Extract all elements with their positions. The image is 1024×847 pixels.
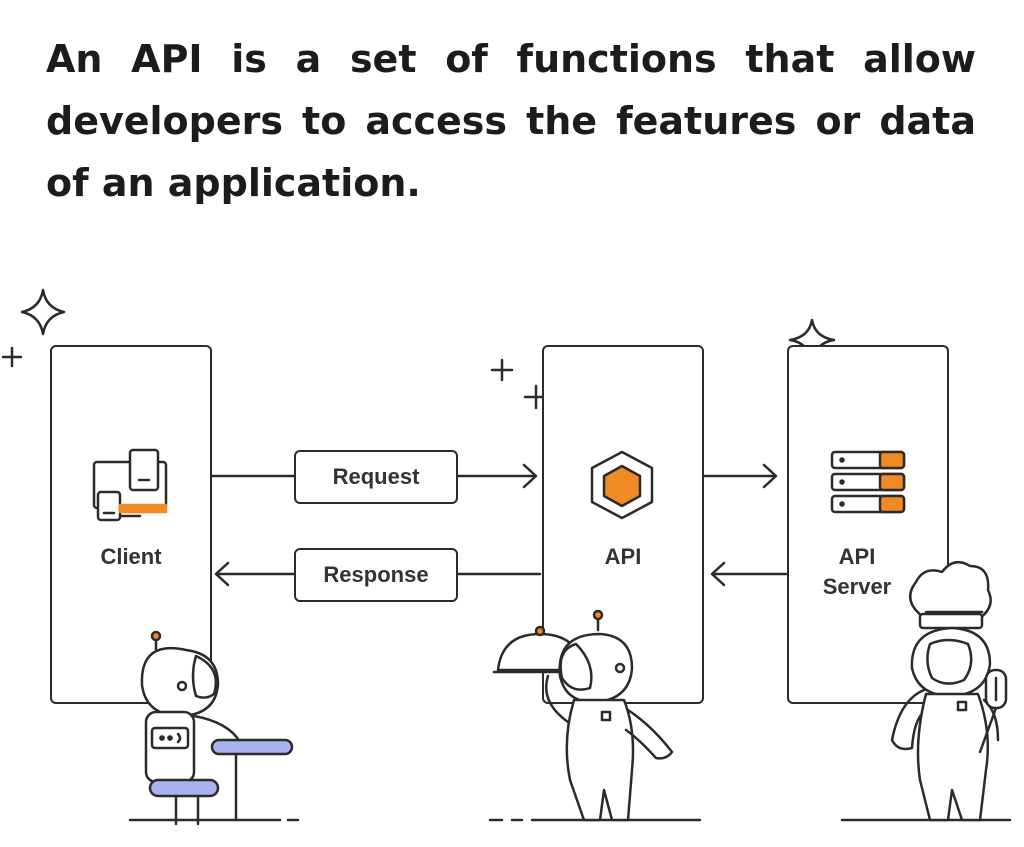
api-label: API: [604, 544, 642, 569]
api-server-label-line1: API: [838, 544, 876, 569]
api-server-panel: [787, 345, 949, 704]
sparkle-icon: [490, 358, 514, 382]
waiter-astronaut-character: [492, 609, 674, 822]
devices-icon: [92, 448, 168, 522]
request-box: Request: [294, 450, 458, 504]
api-server-label: API Server: [787, 542, 927, 602]
client-astronaut-character: [140, 630, 294, 826]
api-to-server-arrow: [702, 463, 778, 489]
sparkle-icon: [20, 288, 66, 336]
client-panel: [50, 345, 212, 704]
server-stack-icon: [830, 450, 906, 514]
chef-astronaut-character: [890, 560, 1008, 822]
sparkle-icon: [1, 346, 23, 368]
api-server-label-line2: Server: [822, 574, 892, 599]
headline: An API is a set of functions that allow …: [46, 37, 976, 205]
request-arrow: [210, 463, 538, 489]
response-box: Response: [294, 548, 458, 602]
hexagon-icon: [590, 450, 654, 520]
request-label: Request: [332, 464, 420, 489]
server-to-api-arrow: [710, 561, 788, 587]
response-label: Response: [323, 562, 429, 587]
response-arrow: [214, 561, 542, 587]
client-label: Client: [100, 544, 162, 569]
